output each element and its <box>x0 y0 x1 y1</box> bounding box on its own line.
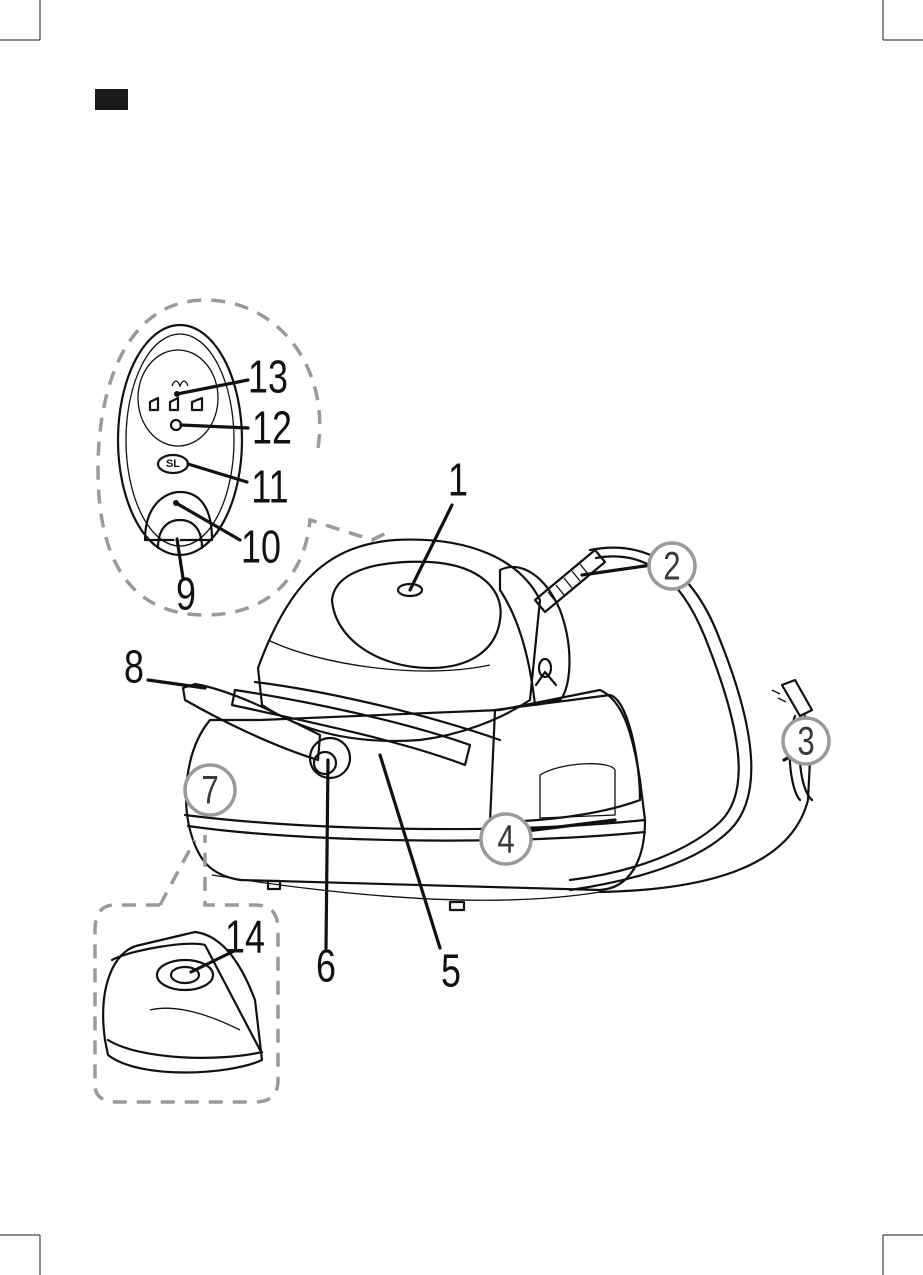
leader-lines <box>148 380 815 972</box>
base-detail-zoom <box>95 835 278 1102</box>
callout-8: 8 <box>124 641 144 692</box>
callout-6: 6 <box>316 940 336 991</box>
callout-3: 3 <box>797 719 814 764</box>
callout-13: 13 <box>248 351 288 402</box>
callout-7: 7 <box>201 768 218 813</box>
callout-12: 12 <box>252 402 292 453</box>
section-marker <box>95 89 128 110</box>
callout-5: 5 <box>441 945 461 996</box>
callout-4: 4 <box>497 817 514 862</box>
callout-9: 9 <box>176 568 196 619</box>
callout-10: 10 <box>241 521 281 572</box>
callout-14: 14 <box>225 911 265 962</box>
callout-2: 2 <box>663 544 680 589</box>
callout-11: 11 <box>251 461 288 512</box>
self-clean-button-label: SL <box>166 458 180 470</box>
callout-1: 1 <box>448 454 468 505</box>
